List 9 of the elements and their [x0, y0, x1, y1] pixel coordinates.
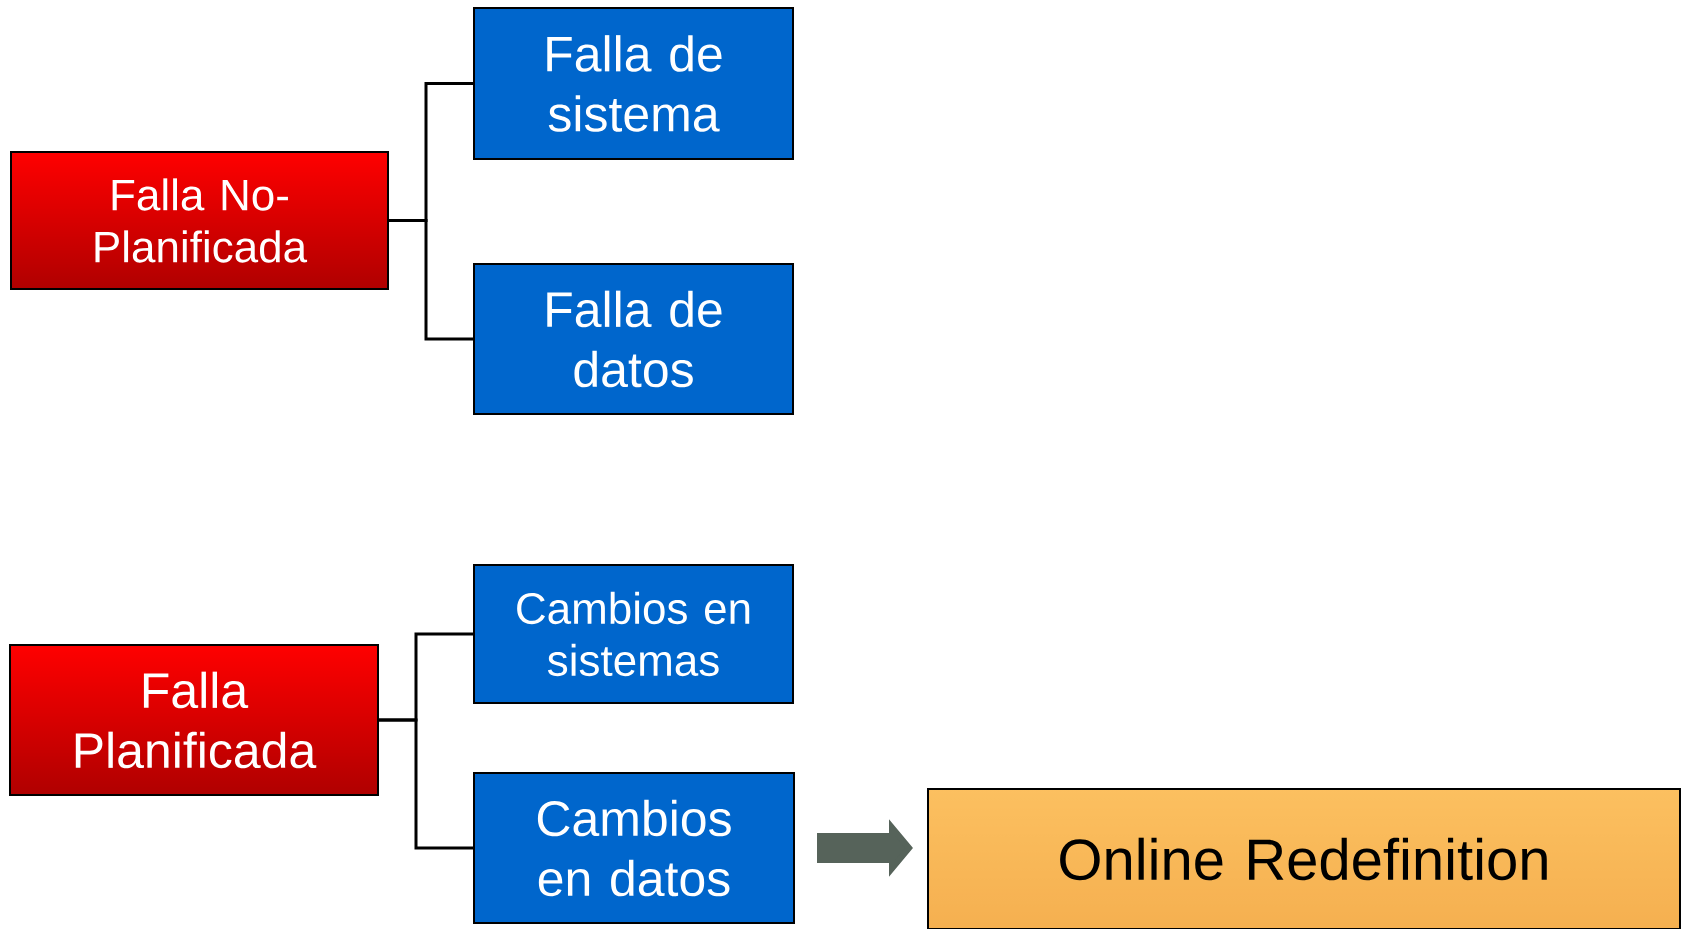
failure-type-box: Falla de sistema [473, 7, 794, 160]
bracket-connector [389, 219, 473, 341]
failure-type-box: Cambios en sistemas [473, 564, 794, 704]
failure-type-box: Falla de datos [473, 263, 794, 415]
failure-type-box: Cambios en datos [473, 772, 795, 924]
category-box: Falla No-Planificada [10, 151, 389, 290]
solution-box: Online Redefinition [927, 788, 1681, 929]
bracket-connector [379, 718, 473, 850]
category-box: Falla Planificada [9, 644, 379, 796]
